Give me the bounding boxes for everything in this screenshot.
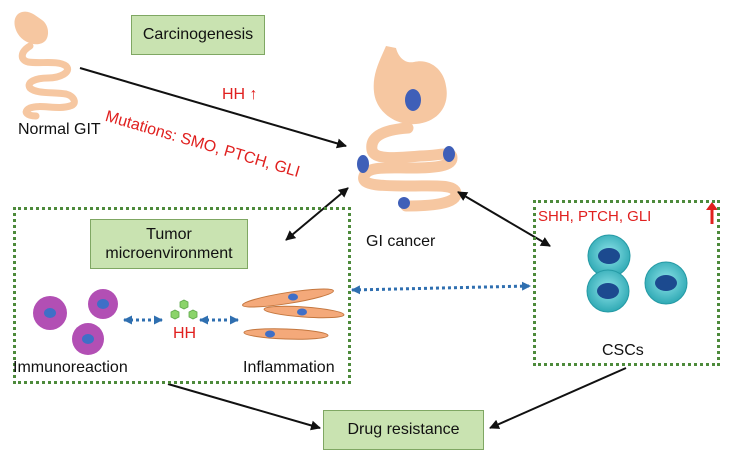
tme-csc-dotted-arrow [351,281,531,295]
hh-molecules-icon [170,299,198,320]
tumor-microenvironment-box: Tumor microenvironment [90,219,248,269]
tme-drug-arrow [167,383,321,431]
gi-cancer-organ-icon [357,46,462,212]
normal-git-organ-icon [14,11,78,120]
tumor-spot [357,155,369,173]
immune-cells-icon [33,289,118,355]
tme-gi-arrow [285,187,349,241]
csc-markers-label: SHH, PTCH, GLI [538,208,652,225]
inflammation-label: Inflammation [243,359,335,376]
drug-resistance-label: Drug resistance [347,421,460,439]
hh-center-label: HH [173,325,197,342]
tme-title-line2: microenvironment [105,245,233,262]
fibroblast-cells-icon [242,288,345,340]
hh-up-label: HH ↑ [222,86,258,103]
tumor-microenvironment-frame [13,207,351,384]
cscs-label: CSCs [602,342,644,359]
tumor-spot [405,89,421,111]
carcinogenesis-box: Carcinogenesis [131,15,265,55]
carcinogenesis-arrow [79,67,347,149]
immunoreaction-label: Immunoreaction [13,359,128,376]
drug-resistance-box: Drug resistance [323,410,484,450]
tumor-spot [443,146,455,162]
carcinogenesis-label: Carcinogenesis [142,26,254,44]
csc-frame [533,200,720,366]
csc-cells-icon [586,234,688,313]
normal-git-label: Normal GIT [18,121,101,138]
tumor-spot [398,197,410,209]
csc-drug-arrow [489,367,627,429]
tme-title-line1: Tumor [146,225,192,243]
gi-cancer-label: GI cancer [366,233,436,250]
